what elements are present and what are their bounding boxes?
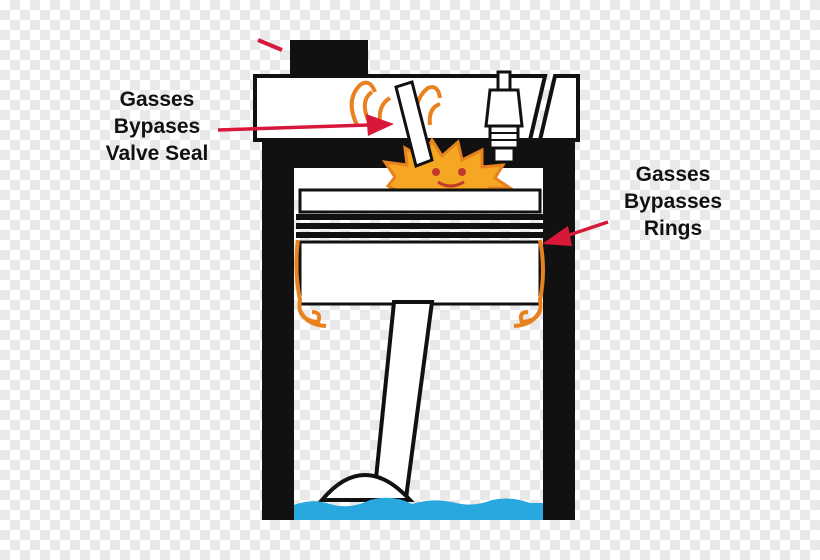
label-rings-line-3: Rings xyxy=(643,217,703,240)
label-rings-line-2: Bypasses xyxy=(623,190,723,213)
valve-icon xyxy=(394,80,434,168)
cylinder-wall-left xyxy=(262,185,294,520)
gas-flames-rings xyxy=(294,239,545,328)
label-valve-seal-line-1: Gasses xyxy=(119,88,195,111)
oil-pan-icon xyxy=(294,497,543,520)
spark-plug-icon xyxy=(484,70,524,164)
label-rings-line-1: Gasses xyxy=(635,163,711,186)
arrow-top xyxy=(257,38,283,52)
cylinder-head-right xyxy=(537,74,580,142)
label-valve-seal: Gasses Bypases Valve Seal xyxy=(82,86,232,167)
piston-icon xyxy=(296,188,544,306)
label-rings: Gasses Bypasses Rings xyxy=(598,161,748,242)
label-valve-seal-line-2: Bypases xyxy=(113,115,201,138)
valve-cover-block xyxy=(290,40,368,76)
crankshaft-icon xyxy=(317,473,415,502)
connecting-rod-icon xyxy=(371,300,435,500)
label-arrows xyxy=(217,114,609,246)
label-valve-seal-line-3: Valve Seal xyxy=(105,142,209,165)
